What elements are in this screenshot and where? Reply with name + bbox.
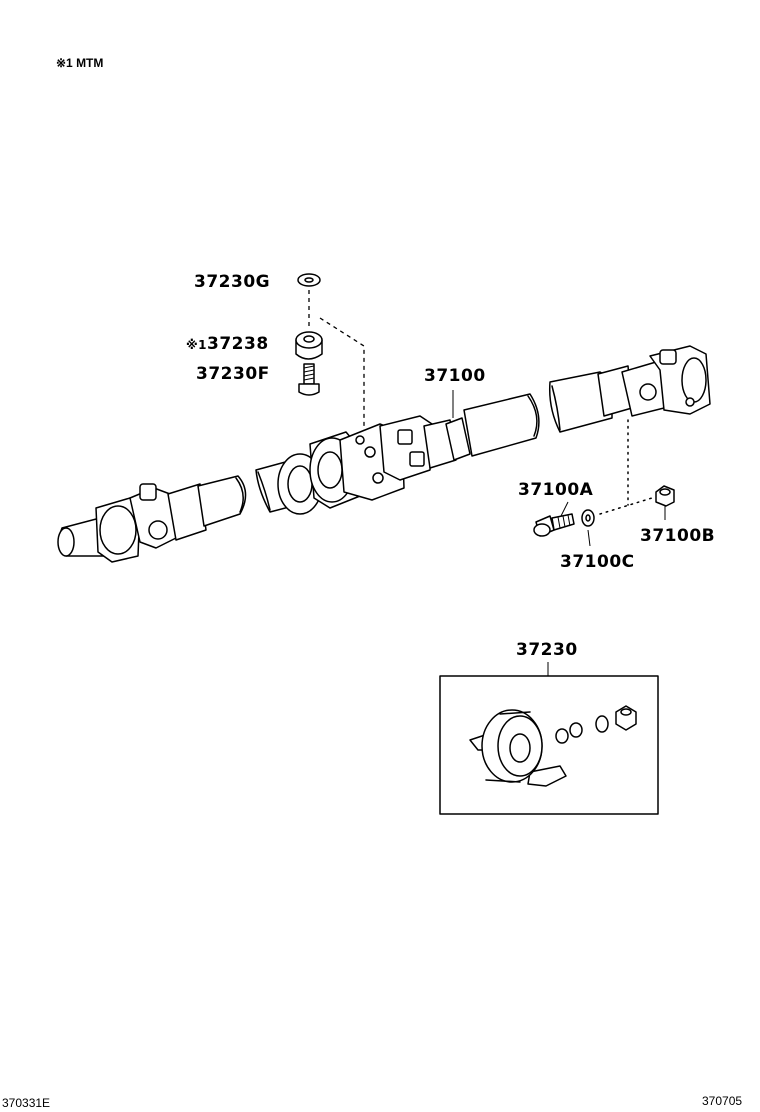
label-37230: 37230 <box>516 640 578 660</box>
center-bearing-assembly <box>277 415 457 515</box>
mtm-mark: ※1 <box>186 338 208 352</box>
label-37100c: 37100C <box>560 552 635 572</box>
top-small-parts <box>295 273 323 396</box>
bolt-37100a-shape <box>533 513 575 537</box>
dashed-leader-lines <box>308 290 666 676</box>
front-slip-yoke <box>57 483 207 563</box>
label-37230g: 37230G <box>194 272 271 292</box>
footer-right-code: 370705 <box>702 1094 743 1108</box>
stopper-37238-shape <box>295 331 323 360</box>
rear-fasteners <box>533 485 675 537</box>
rear-tube <box>445 365 633 461</box>
kit-frame <box>439 675 659 815</box>
rear-yoke <box>621 345 711 417</box>
center-bearing-kit <box>439 675 659 815</box>
bolt-37230f-shape <box>298 363 320 396</box>
label-37100a: 37100A <box>518 480 594 500</box>
label-37230f: 37230F <box>196 364 270 384</box>
label-37100b: 37100B <box>640 526 716 546</box>
mtm-note: ※1 MTM <box>56 56 104 70</box>
label-37238-number: 37238 <box>207 334 269 354</box>
footer-left-code: 370331E <box>2 1096 51 1110</box>
label-37100: 37100 <box>424 366 486 386</box>
nut-37100b-shape <box>655 485 675 507</box>
label-37238: ※137238 <box>186 334 269 354</box>
